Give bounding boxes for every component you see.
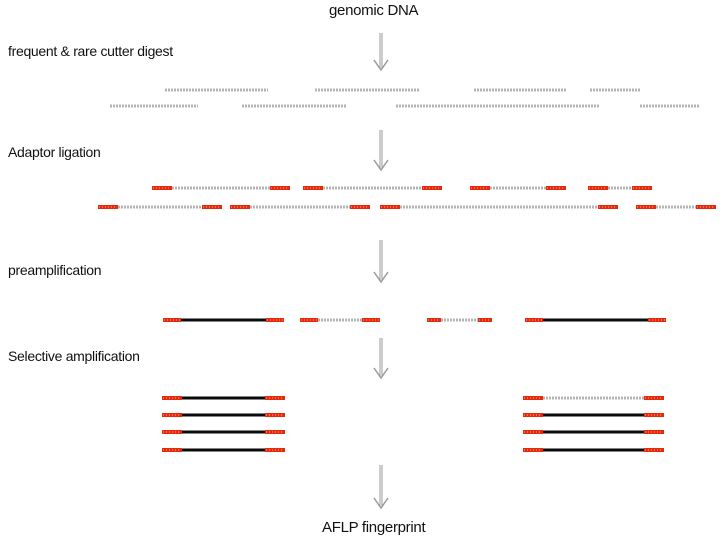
preamplified-fragment-adaptor-left bbox=[300, 318, 318, 322]
result-label: AFLP fingerprint bbox=[322, 519, 426, 536]
step-label-digest: frequent & rare cutter digest bbox=[8, 43, 173, 59]
preamplified-fragment-adaptor-right bbox=[266, 318, 284, 322]
arrow-down-icon bbox=[373, 33, 389, 72]
preamplified-fragment-adaptor-left bbox=[163, 318, 181, 322]
arrow-down-icon bbox=[373, 465, 389, 510]
step-label-selective-amplification: Selective amplification bbox=[8, 348, 140, 364]
preamplified-fragment-adaptor-right bbox=[362, 318, 380, 322]
preamplified-fragment-adaptor-left bbox=[525, 318, 543, 322]
arrow-down-icon bbox=[373, 130, 389, 172]
diagram-title: genomic DNA bbox=[329, 2, 419, 19]
arrow-down-icon bbox=[373, 240, 389, 284]
step-label-ligation: Adaptor ligation bbox=[8, 144, 101, 160]
step-label-preamplification: preamplification bbox=[8, 262, 102, 278]
preamplified-fragment-adaptor-right bbox=[648, 318, 666, 322]
arrow-down-icon bbox=[373, 338, 389, 380]
